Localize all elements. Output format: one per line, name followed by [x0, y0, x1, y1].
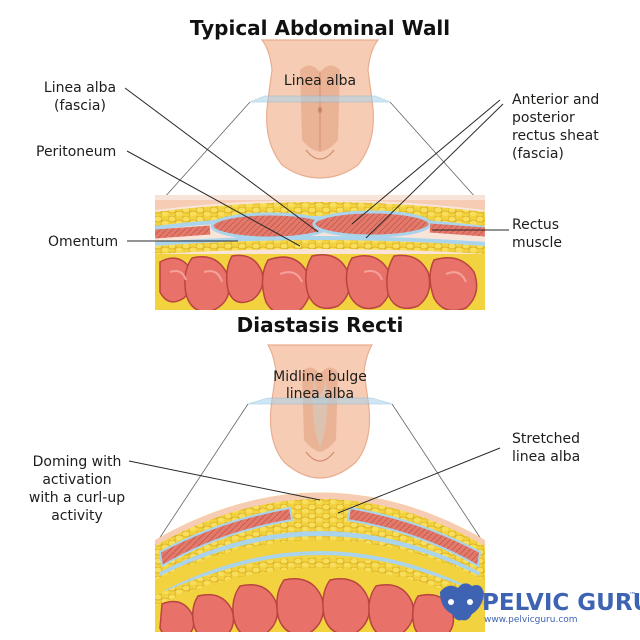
bottom-title: Diastasis Recti: [237, 313, 404, 337]
leader-rectus-sheath-2: [365, 103, 504, 239]
label-linea-alba-fascia-line1: Linea alba: [44, 80, 116, 96]
label-rectus-sheath-line3: rectus sheat: [512, 128, 599, 144]
logo-trademark: ™: [629, 591, 636, 599]
bottom-section: [154, 344, 486, 632]
label-linea-alba-torso: Linea alba: [284, 73, 356, 89]
label-omentum: Omentum: [48, 234, 118, 250]
top-cross-section: [155, 195, 485, 310]
label-doming-line1: Doming with: [33, 454, 122, 470]
leader-lines: [124, 87, 509, 514]
logo-name: PELVIC GURU: [482, 590, 640, 616]
label-midline-bulge-line2: linea alba: [286, 386, 354, 402]
label-linea-alba-fascia-line2: (fascia): [54, 98, 106, 114]
logo-url: www.pelvicguru.com: [484, 615, 578, 625]
label-stretched-linea-alba-line1: Stretched: [512, 431, 580, 447]
top-section: [154, 39, 486, 310]
label-midline-bulge-line1: Midline bulge: [273, 369, 367, 385]
label-doming-line2: activation: [42, 472, 111, 488]
label-peritoneum: Peritoneum: [36, 144, 116, 160]
label-rectus-sheath-line4: (fascia): [512, 146, 564, 162]
pelvic-guru-logo: PELVIC GURU ™ www.pelvicguru.com: [440, 583, 640, 625]
top-section-plane: [249, 95, 391, 103]
top-perspective-left: [154, 101, 251, 209]
bottom-cross-section: [155, 492, 485, 632]
leader-doming: [128, 460, 321, 501]
label-rectus-sheath-line2: posterior: [512, 110, 575, 126]
pelvis-icon: [440, 583, 484, 621]
label-stretched-linea-alba-line2: linea alba: [512, 449, 580, 465]
label-doming-line4: activity: [51, 508, 103, 524]
bottom-perspective-right: [391, 403, 486, 546]
leader-linea-alba: [124, 87, 319, 233]
top-title: Typical Abdominal Wall: [190, 16, 450, 40]
bottom-torso-figure: [266, 344, 374, 479]
top-perspective-right: [389, 101, 486, 209]
top-torso-figure: [260, 39, 380, 179]
bottom-perspective-left: [154, 403, 249, 546]
label-rectus-muscle-line1: Rectus: [512, 217, 559, 233]
label-rectus-sheath-line1: Anterior and: [512, 92, 599, 108]
leader-stretched-linea-alba: [337, 447, 501, 514]
label-rectus-muscle-line2: muscle: [512, 235, 562, 251]
leader-rectus-sheath-1: [351, 99, 501, 225]
leader-peritoneum: [126, 150, 301, 247]
label-doming-line3: with a curl-up: [29, 490, 125, 506]
